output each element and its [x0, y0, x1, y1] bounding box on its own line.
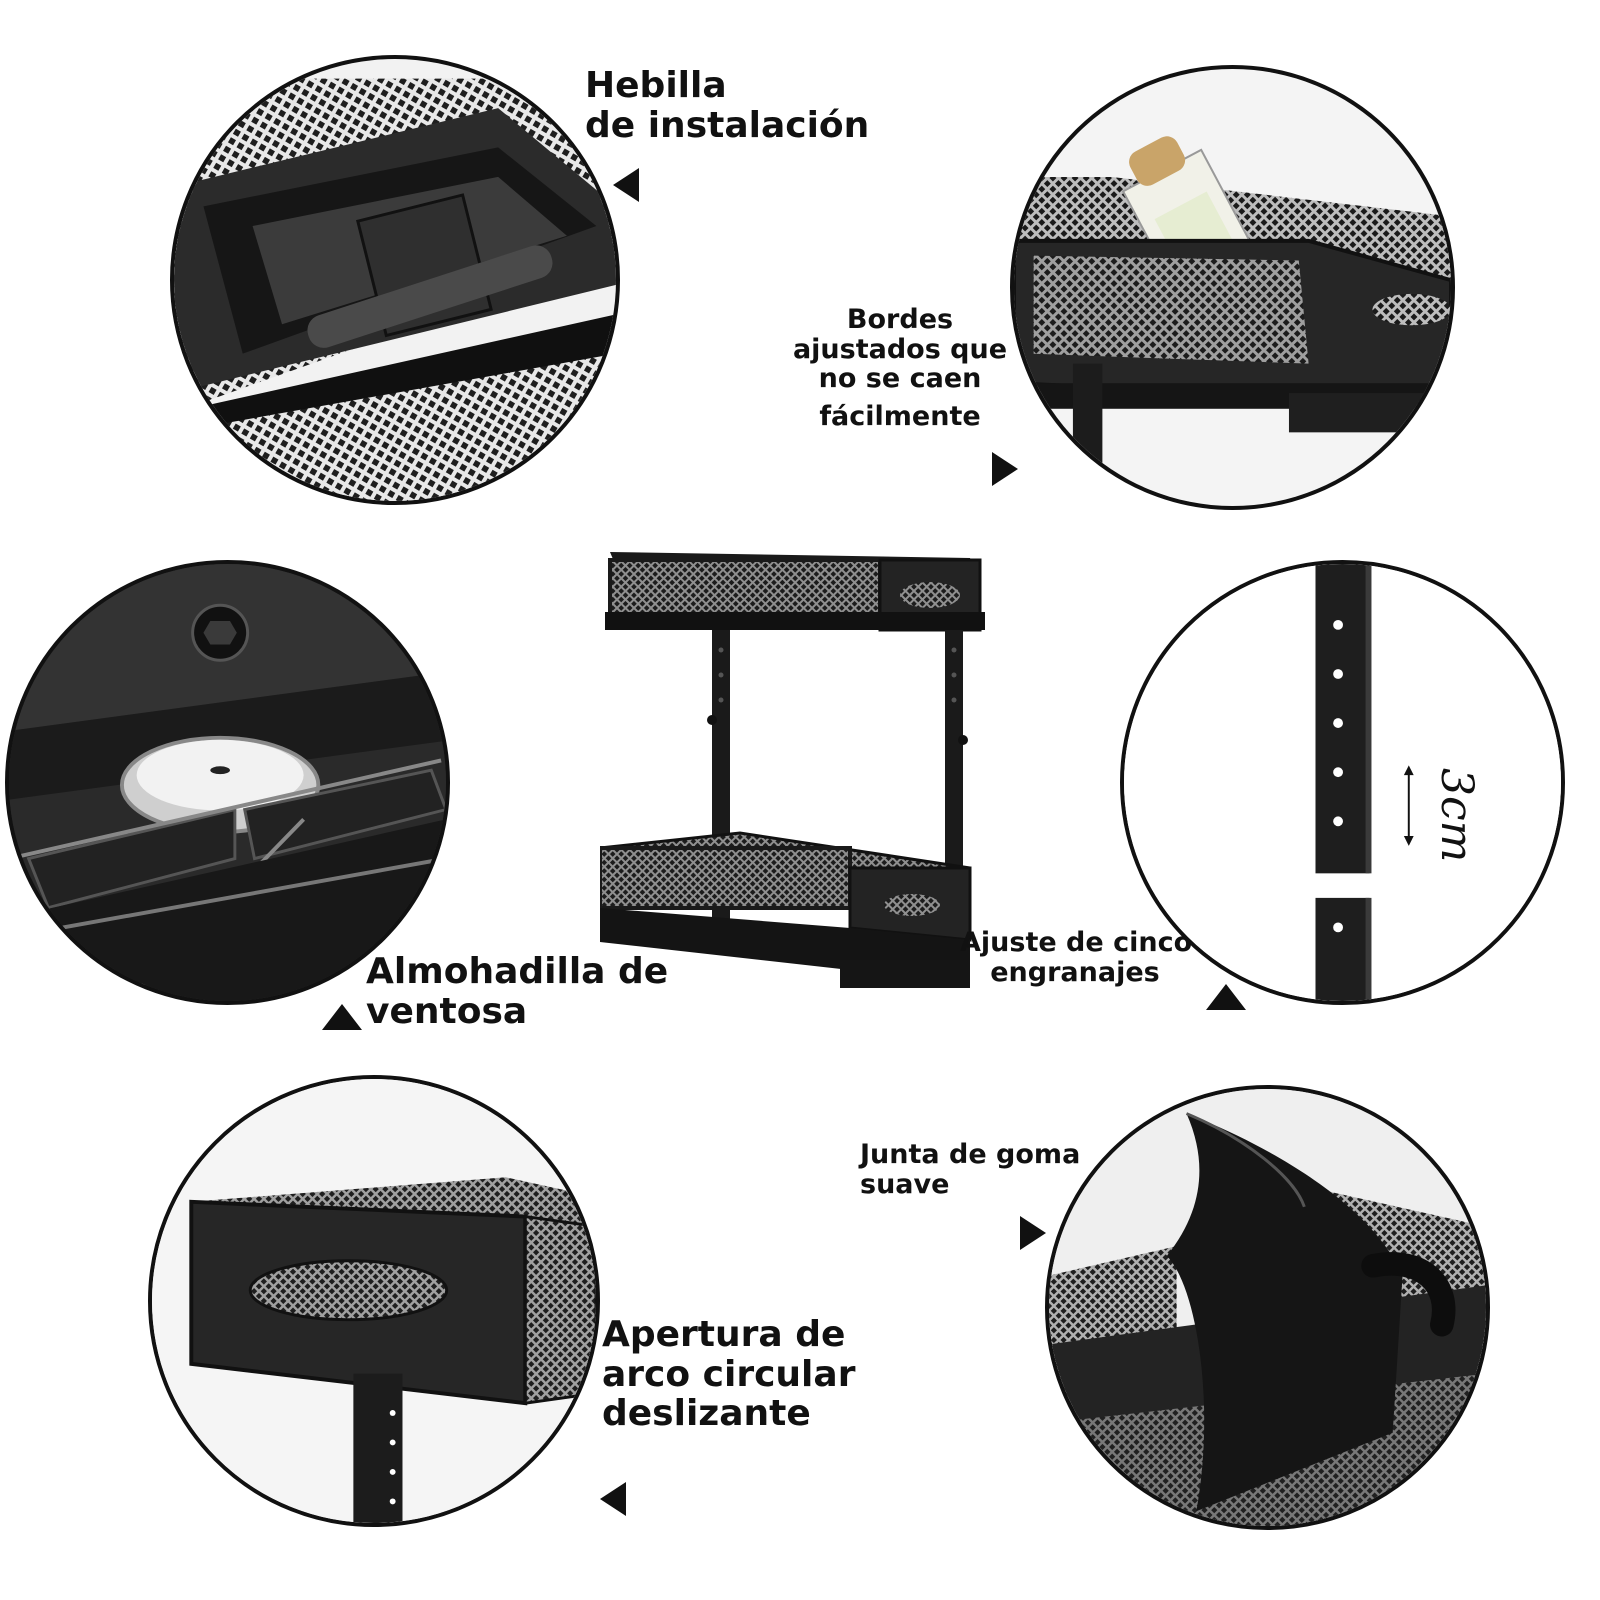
detail-arc-opening-image — [148, 1075, 600, 1527]
product-two-tier-organizer-image — [598, 550, 1000, 1000]
label-arc-opening-line-3: deslizante — [602, 1393, 811, 1435]
triangle-up-icon — [1206, 984, 1246, 1010]
label-suction-pad-line-1: Almohadilla de — [366, 951, 669, 992]
label-five-gear-adjustment: Ajuste de cinco engranajes — [960, 927, 1193, 988]
label-tight-edges-line-4: fácilmente — [819, 401, 981, 433]
triangle-up-icon — [322, 1004, 362, 1030]
label-suction-pad: Almohadilla de ventosa — [366, 952, 668, 1031]
label-arc-opening: Apertura de arco circular deslizante — [602, 1315, 855, 1434]
label-tight-edges-line-1: Bordes — [846, 304, 954, 335]
label-installation-buckle: Hebilla de instalación — [585, 66, 869, 145]
label-installation-buckle-line-1: Hebilla — [585, 65, 727, 106]
label-arc-opening-line-1: Apertura de — [602, 1314, 846, 1355]
label-soft-rubber-joint: Junta de goma suave — [860, 1140, 1080, 1199]
label-five-gear-adjustment-line-2: engranajes — [990, 956, 1160, 988]
triangle-left-icon — [600, 1482, 626, 1516]
detail-suction-pad-image — [5, 560, 450, 1005]
triangle-right-icon — [1020, 1216, 1046, 1250]
label-soft-rubber-joint-line-1: Junta de goma — [860, 1139, 1081, 1170]
label-arc-opening-line-2: arco circular — [602, 1353, 856, 1395]
label-installation-buckle-line-2: de instalación — [585, 104, 870, 146]
label-soft-rubber-joint-line-2: suave — [860, 1168, 950, 1200]
label-tight-edges: Bordes ajustados que no se caen fácilmen… — [790, 305, 1010, 432]
label-suction-pad-line-2: ventosa — [366, 990, 528, 1032]
triangle-left-icon — [613, 168, 639, 202]
triangle-right-icon — [992, 452, 1018, 486]
label-tight-edges-line-2: ajustados que — [792, 333, 1008, 365]
label-tight-edges-line-3: no se caen — [818, 363, 982, 395]
measurement-3cm-label: 3cm — [1431, 768, 1482, 863]
detail-rubber-joint-image — [1045, 1085, 1490, 1530]
label-five-gear-adjustment-line-1: Ajuste de cinco — [960, 927, 1193, 958]
detail-height-adjustment-image — [1120, 560, 1565, 1005]
detail-tight-edges-image — [1010, 65, 1455, 510]
detail-installation-buckle-image — [170, 55, 620, 505]
